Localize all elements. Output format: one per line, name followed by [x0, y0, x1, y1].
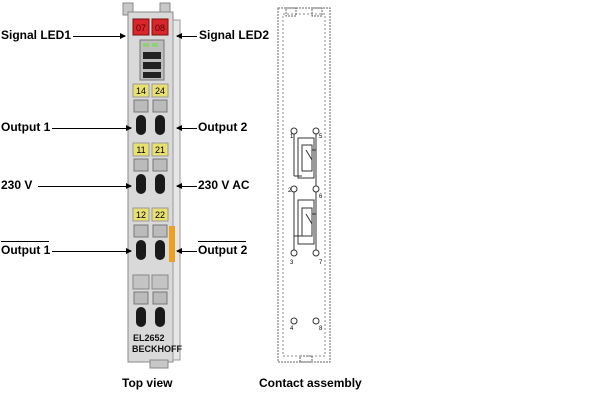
arrow-output2-bottom: [176, 248, 197, 254]
contact-14: 14: [136, 86, 146, 96]
brand-label: BECKHOFF: [132, 344, 182, 354]
pin-3: 3: [290, 260, 294, 266]
label-230v: 230 V: [1, 178, 33, 192]
pin-4: 4: [290, 326, 294, 332]
arrow-output1-bottom: [52, 248, 132, 254]
orange-marker: [169, 226, 175, 262]
arrow-signal-led1: [73, 33, 126, 39]
clamp-230vac[interactable]: [155, 174, 165, 194]
pin-5: 5: [319, 134, 323, 140]
clamp-output2[interactable]: [155, 115, 165, 135]
arrow-230vac: [176, 183, 197, 189]
label-230vac: 230 V AC: [198, 178, 250, 192]
label-output1-bottom: Output 1: [1, 243, 51, 257]
overline-output1-bottom: [1, 241, 49, 242]
relay-contact-2: [293, 192, 317, 250]
led-label-07: 07: [136, 23, 146, 33]
relay-contact-1: [293, 134, 317, 186]
arrow-signal-led2: [176, 33, 197, 39]
contact-11: 11: [136, 145, 145, 155]
pin-6: 6: [319, 194, 323, 200]
arrow-230v: [38, 183, 132, 189]
label-signal-led1: Signal LED1: [1, 28, 72, 42]
contact-22: 22: [155, 210, 165, 220]
pin-2: 2: [288, 188, 292, 194]
contact-21: 21: [155, 145, 165, 155]
contact-24: 24: [155, 86, 165, 96]
arrow-output1-top: [52, 125, 132, 131]
label-output1-top: Output 1: [1, 120, 51, 134]
pin-7: 7: [319, 260, 323, 266]
overline-output2-bottom: [198, 241, 246, 242]
label-signal-led2: Signal LED2: [199, 28, 270, 42]
label-output2-bottom: Output 2: [198, 243, 248, 257]
contact-12: 12: [136, 210, 146, 220]
model-label: EL2652: [133, 333, 165, 343]
signal-led1: [132, 18, 150, 36]
clamp-output1[interactable]: [136, 115, 146, 135]
arrow-output2-top: [176, 125, 197, 131]
signal-led2: [151, 18, 169, 36]
caption-top-view: Top view: [122, 376, 173, 390]
label-output2-top: Output 2: [198, 120, 248, 134]
led-label-08: 08: [155, 23, 165, 33]
clamp-230v[interactable]: [136, 174, 146, 194]
pin-8: 8: [319, 326, 323, 332]
caption-contact-assembly: Contact assembly: [259, 376, 362, 390]
clamp-output2-bottom[interactable]: [155, 240, 165, 260]
pin-1: 1: [290, 134, 294, 140]
clamp-output1-bottom[interactable]: [136, 240, 146, 260]
